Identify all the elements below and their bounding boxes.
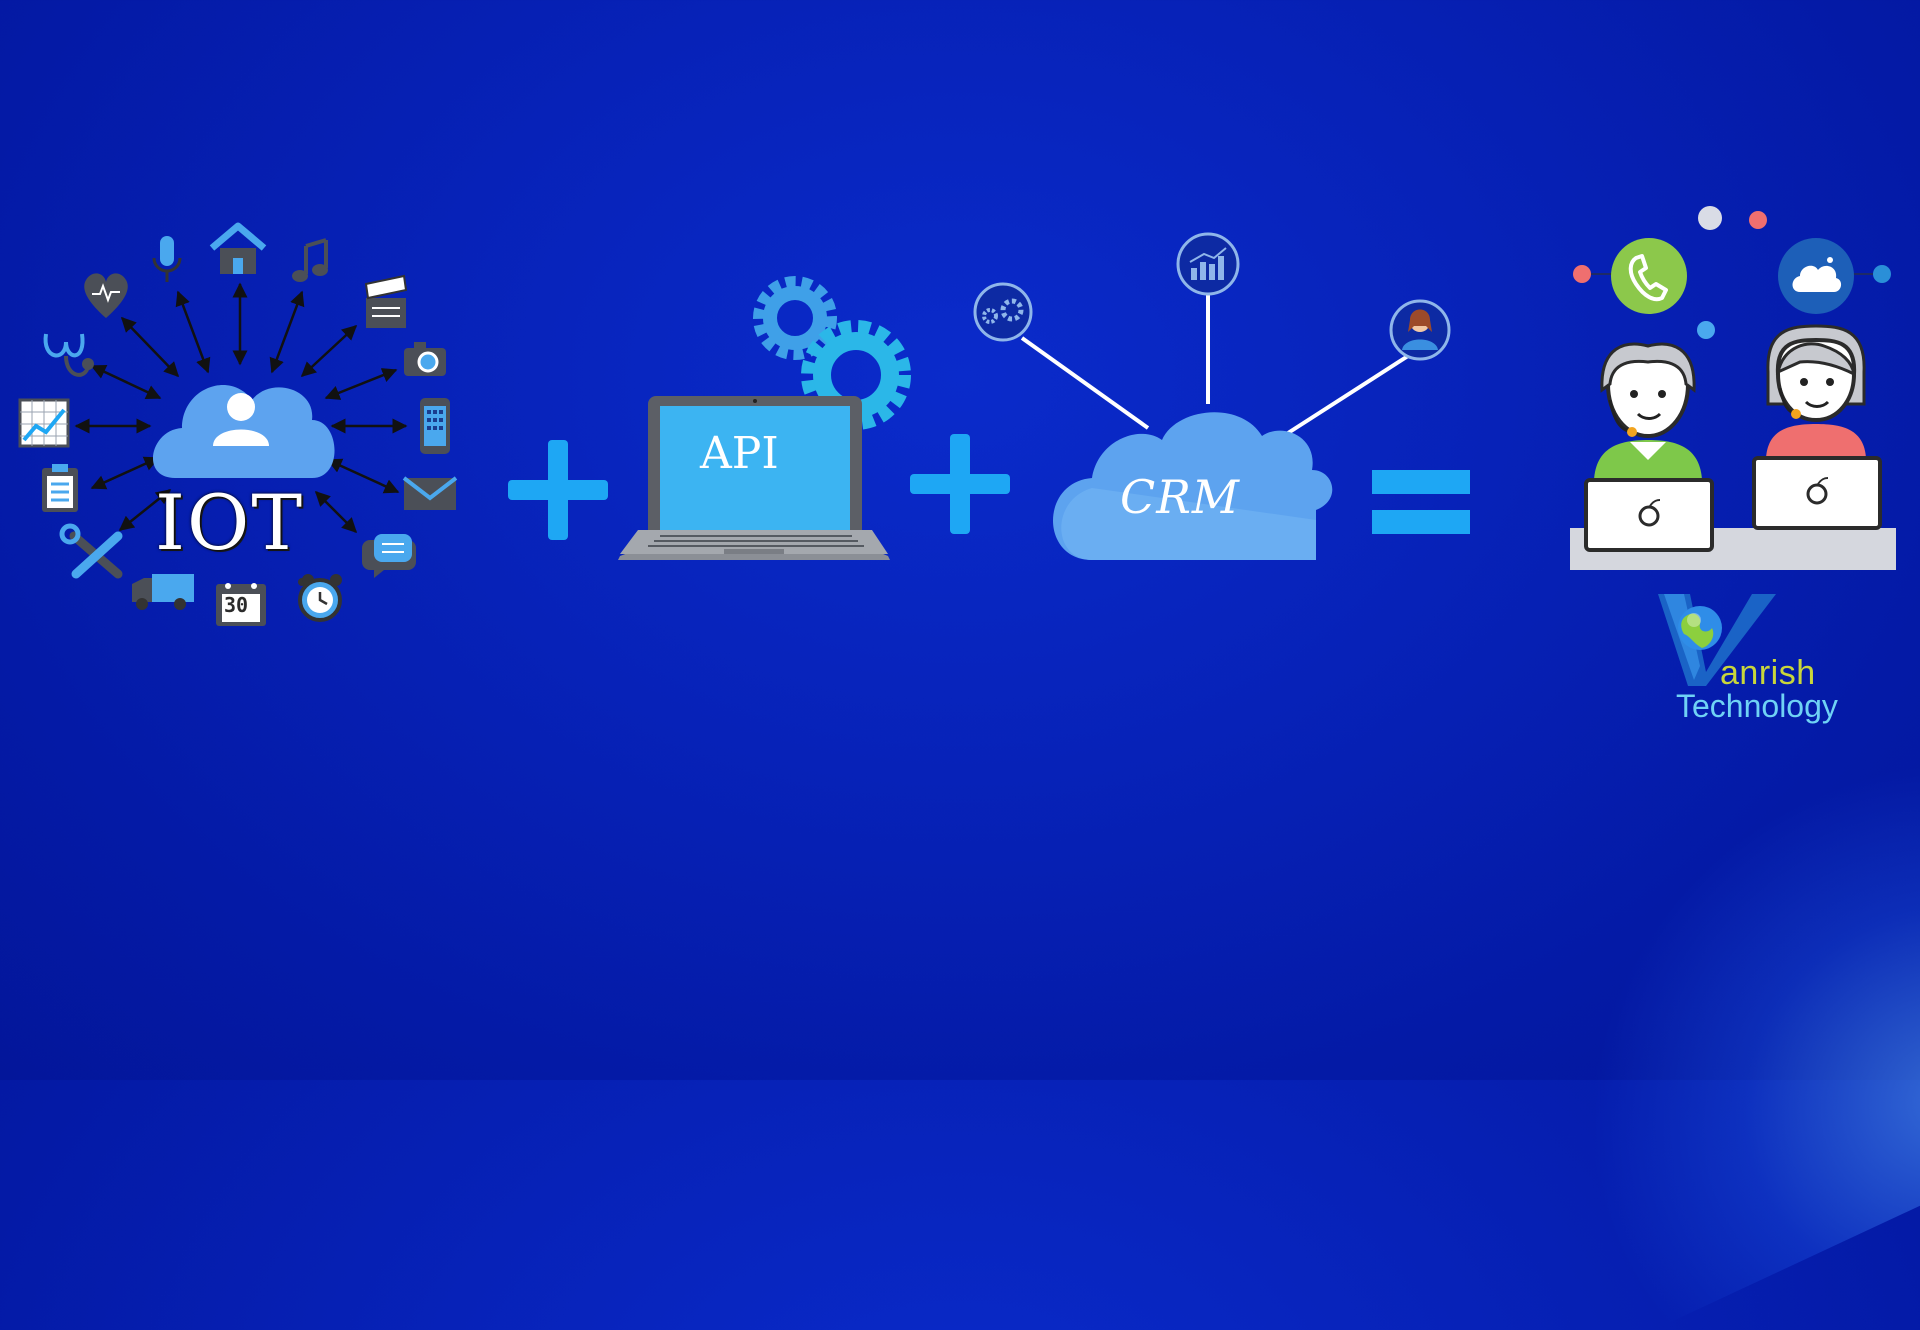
smartphone-icon	[420, 398, 450, 454]
clipboard-icon	[42, 464, 78, 512]
support-agent-icon	[1766, 324, 1866, 458]
crm-label: CRM	[1120, 470, 1240, 524]
keyboard	[648, 535, 864, 547]
delivery-truck-icon	[132, 574, 194, 610]
alarm-clock-icon	[298, 574, 342, 622]
plus-sign-2	[910, 434, 1010, 534]
bar-chart-icon	[1176, 232, 1240, 296]
calendar-day: 30	[224, 593, 249, 617]
cloud-weather-icon	[1778, 238, 1854, 314]
api-laptop	[618, 276, 911, 560]
crm-cloud	[973, 232, 1451, 560]
integration-diagram	[18, 206, 1896, 686]
calendar-icon	[216, 583, 266, 626]
microphone-icon	[152, 236, 182, 282]
laptop-icon	[1752, 456, 1882, 530]
plus-sign-1	[508, 440, 608, 540]
api-label: API	[700, 428, 779, 479]
camera-icon	[404, 342, 446, 376]
support-team	[1570, 206, 1896, 570]
stethoscope-icon	[43, 333, 94, 377]
tools-icon	[59, 523, 123, 579]
iot-label: IOT	[155, 478, 305, 567]
vanrish-logo	[1658, 594, 1776, 686]
envelope-icon	[402, 476, 458, 510]
globe-icon	[1678, 606, 1722, 650]
heart-rate-icon	[84, 273, 128, 318]
brand-name: anrish	[1720, 654, 1816, 692]
music-note-icon	[292, 238, 328, 282]
phone-icon	[1611, 238, 1687, 314]
chat-bubble-icon	[362, 534, 416, 578]
equals-sign	[1372, 470, 1470, 534]
gears-icon	[973, 282, 1033, 342]
home-icon	[209, 222, 267, 274]
growth-chart-icon	[18, 398, 70, 448]
iot-hub	[18, 222, 458, 626]
user-avatar-icon	[1389, 299, 1451, 361]
support-agent-icon	[1594, 342, 1702, 480]
user-cloud-icon	[152, 385, 335, 478]
iot-connector-arrows	[74, 282, 408, 534]
brand-tagline: Technology	[1676, 688, 1838, 724]
laptop-icon	[1584, 478, 1714, 552]
crm-connector-lines	[1020, 292, 1410, 444]
clapperboard-icon	[364, 274, 408, 328]
